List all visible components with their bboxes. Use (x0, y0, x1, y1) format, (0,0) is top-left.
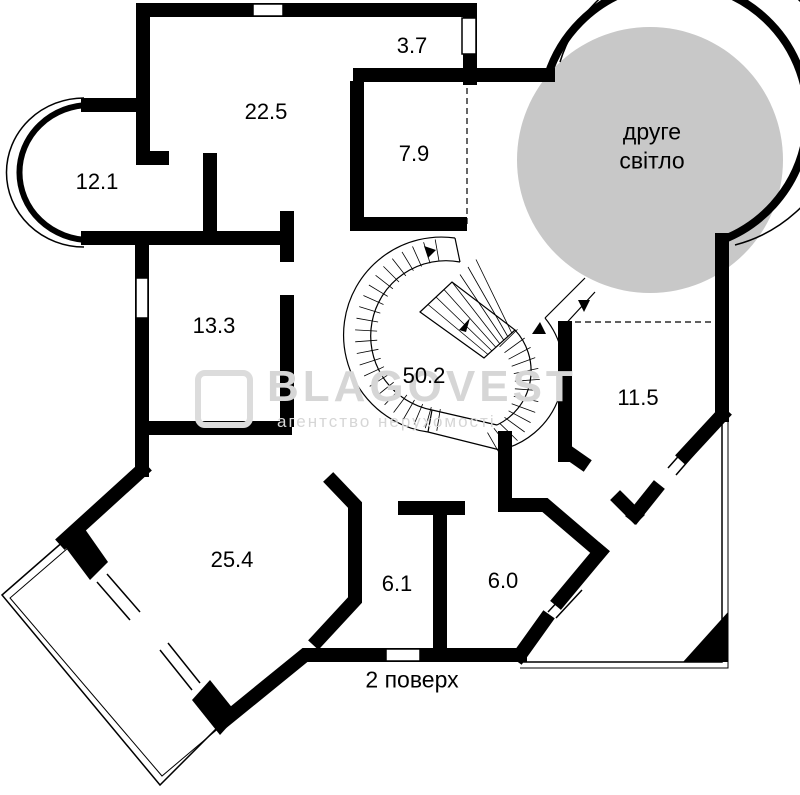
stair-tread (375, 274, 394, 290)
stair-tread (443, 289, 497, 348)
stair-arrows (424, 246, 590, 334)
room-area-12-1: 12.1 (75, 169, 119, 194)
stair-tread (499, 329, 518, 348)
stair-tread (391, 258, 407, 277)
second-light-line-2: світло (619, 147, 685, 173)
stair-tread (356, 317, 379, 323)
stair-tread (401, 251, 414, 271)
stair-tread (504, 416, 525, 433)
stair-tread (356, 348, 379, 354)
wall-bottom-right (510, 610, 555, 665)
room-area-6-1: 6.1 (381, 571, 413, 596)
windows (96, 3, 709, 691)
balcony-lower-left-inner (9, 547, 221, 777)
stair-tread (363, 295, 384, 305)
stair-tread (459, 274, 505, 341)
stair-tread (383, 266, 400, 283)
stair-tread (427, 304, 489, 355)
stair-tread (508, 347, 531, 360)
stair-tread (511, 403, 536, 413)
stair-tread (384, 388, 401, 406)
watermark-subtitle: агентство нерухомості (277, 412, 496, 431)
stair-tread (514, 388, 540, 391)
stair-tread (355, 329, 378, 332)
dashed-lines (466, 88, 722, 323)
stair-tread (513, 368, 539, 374)
wall-225-left (136, 98, 169, 165)
wall-254-lower (215, 648, 527, 730)
floor-caption: 2 поверх (365, 666, 459, 693)
stair-tread (487, 432, 501, 455)
pier-1 (60, 522, 108, 580)
wall-79 (350, 81, 467, 231)
stair-tread (403, 399, 415, 420)
stair-tread (424, 406, 432, 429)
balcony-lower-left (0, 539, 226, 787)
wall-254-inner (308, 472, 362, 650)
stair-tread (363, 366, 385, 377)
pier-2 (192, 680, 238, 735)
stair-tread (359, 306, 381, 314)
stair-tread (493, 428, 510, 449)
wall-void-arc (544, 0, 800, 244)
stair-tread (376, 381, 394, 397)
watermark-brand: BLAGOVEST (267, 362, 577, 411)
room-area-50-2: 50.2 (402, 363, 446, 388)
watermark: BLAGOVEST агентство нерухомості (195, 362, 615, 442)
wall-115-stub (562, 445, 592, 472)
stair-tread (504, 337, 525, 354)
wall-115-diag (675, 405, 732, 465)
stair-tread (436, 409, 441, 431)
room-area-25-4: 25.4 (210, 547, 254, 572)
second-light-label: друге світло (619, 117, 684, 175)
balcony-corner (683, 612, 728, 662)
stair-tread (513, 396, 539, 402)
second-light-line-1: друге (622, 118, 682, 145)
stair-tread (511, 357, 536, 367)
stair-tread (508, 410, 531, 423)
stair-tread (412, 246, 422, 267)
room-area-6-0: 6.0 (487, 568, 519, 593)
balcony-lower-right-inner (520, 412, 729, 669)
wall-115-stub2 (610, 490, 645, 525)
stair-tread (467, 266, 509, 338)
room-area-11-5: 11.5 (617, 385, 659, 410)
second-light-void (517, 27, 783, 293)
stair-tread (451, 281, 501, 345)
room-area-22-5: 22.5 (244, 99, 288, 124)
watermark-logo-icon (195, 370, 253, 428)
wall-60-top (498, 431, 610, 562)
stair-tread (514, 379, 540, 382)
stair-tread (369, 374, 389, 387)
stair-tread (419, 311, 485, 359)
stair-tread (413, 403, 424, 425)
window-121-bay (5, 97, 85, 248)
walls (55, 3, 732, 730)
stair-tread (434, 239, 440, 262)
stair-tread (475, 259, 513, 334)
stair-tread (499, 422, 518, 441)
room-area-13-3: 13.3 (192, 313, 236, 338)
stair-tread (355, 339, 378, 343)
stair-tread (359, 357, 381, 366)
room-area-7-9: 7.9 (398, 141, 430, 166)
wall-121-bay (16, 102, 91, 243)
room-area-3-7: 3.7 (396, 33, 428, 58)
stair-tread (393, 394, 408, 413)
stair-tread (368, 284, 388, 297)
stair-tread (435, 296, 493, 352)
stair-treads (355, 239, 540, 455)
